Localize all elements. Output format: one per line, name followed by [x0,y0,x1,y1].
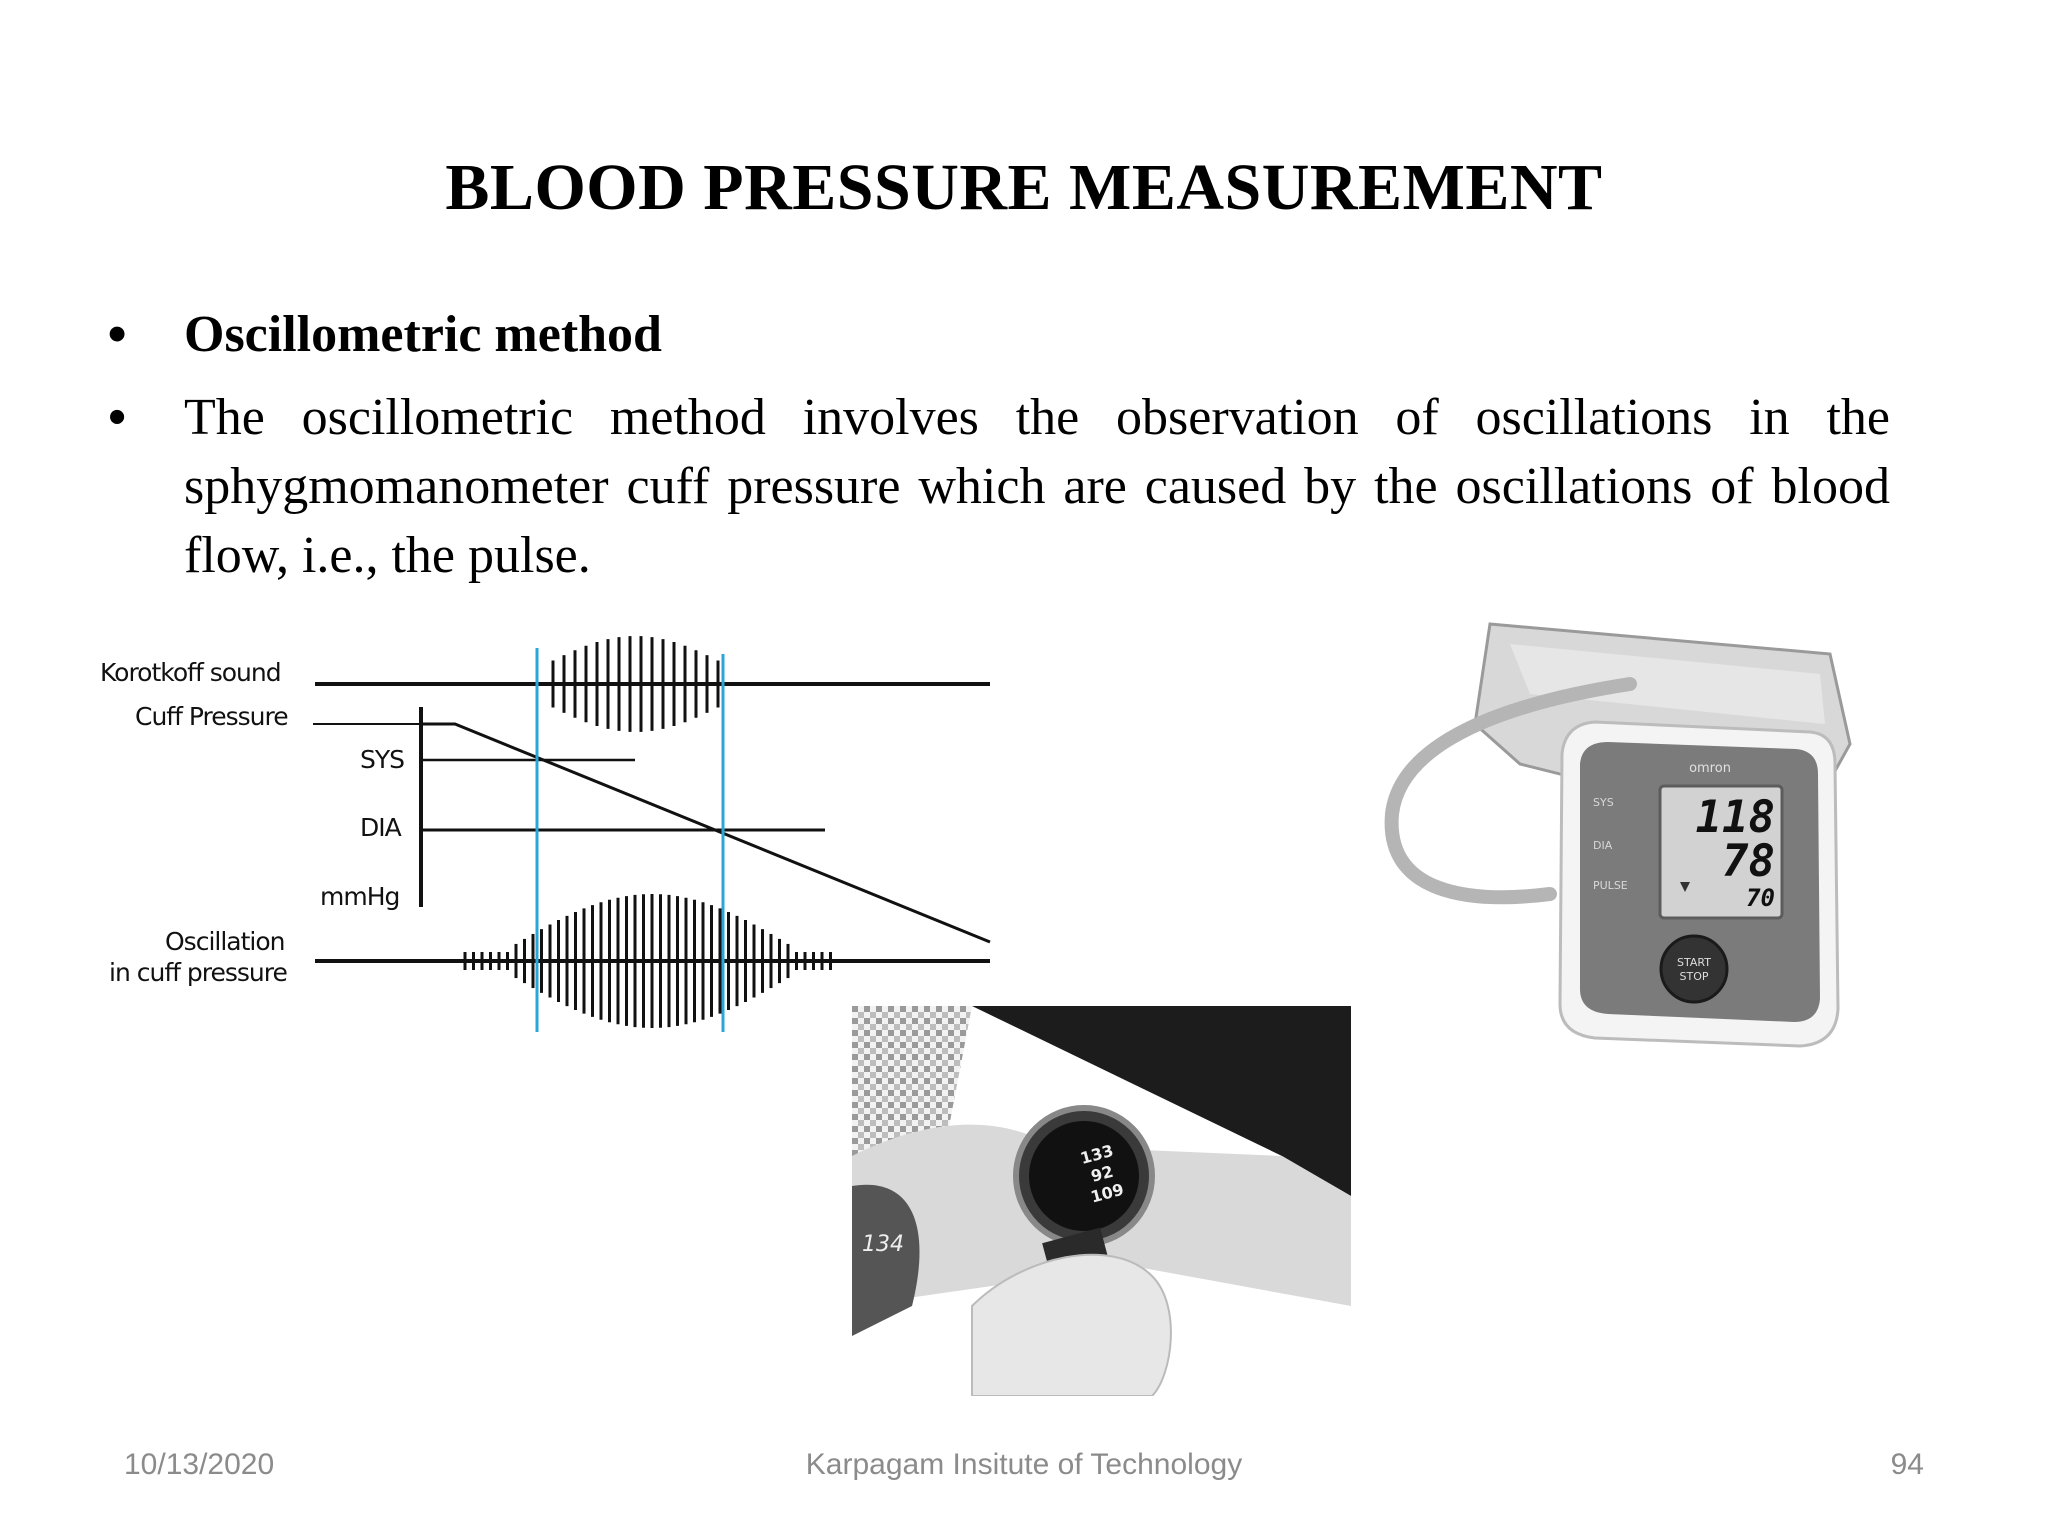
bullet-list: • Oscillometric method • The oscillometr… [108,300,1890,604]
bullet-marker: • [108,305,127,363]
page-number: 94 [1890,1448,1924,1481]
tube-icon [1384,677,1637,905]
brand-logo: omron [1689,761,1731,776]
heart-icon [1680,882,1690,892]
label-mmhg: mmHg [320,882,399,911]
bullet-item: • Oscillometric method [108,300,1890,369]
start-stop-button[interactable] [1659,934,1729,1004]
oscillation-ticks [463,894,832,1028]
label-korotkoff: Korotkoff sound [100,658,281,687]
stop-label: STOP [1680,970,1709,983]
bullet-marker: • [108,388,127,446]
pulse-label: PULSE [1593,879,1628,892]
korotkoff-sound-ticks [551,636,720,732]
label-in-cuff-pressure: in cuff pressure [109,958,287,987]
label-oscillation: Oscillation [165,927,285,956]
sys-reading: 118 [1696,792,1775,843]
lcd-screen [1658,784,1784,920]
bp-monitor-image: omron SYS DIA PULSE 118 78 70 START STOP [1384,622,1852,1048]
second-watch [852,1184,920,1336]
second-watch-value: 134 [862,1232,904,1257]
laptop-edge [972,1006,1351,1196]
dia-reading: 78 [1722,836,1775,887]
smartwatch-photo: 134 133 92 109 [852,1006,1351,1396]
label-cuff-pressure: Cuff Pressure [135,702,288,731]
slide-title: BLOOD PRESSURE MEASUREMENT [445,151,1603,224]
bullet-text: Oscillometric method [184,306,662,363]
bullet-text: The oscillometric method involves the ob… [184,389,1890,584]
oscillometric-diagram: Korotkoff sound Cuff Pressure SYS DIA mm… [100,636,991,1032]
sys-label: SYS [1593,796,1614,809]
dia-label: DIA [1593,839,1613,852]
cuff-pressure-decline [421,722,991,944]
bullet-item: • The oscillometric method involves the … [108,383,1890,590]
footer-date: 10/13/2020 [124,1448,275,1481]
label-sys: SYS [360,745,404,774]
watch-face [1029,1121,1139,1231]
start-label: START [1677,956,1711,969]
label-dia: DIA [360,813,402,842]
pulse-reading: 70 [1746,884,1775,912]
hand-icon [971,1253,1172,1396]
footer-org: Karpagam Insitute of Technology [805,1448,1243,1481]
